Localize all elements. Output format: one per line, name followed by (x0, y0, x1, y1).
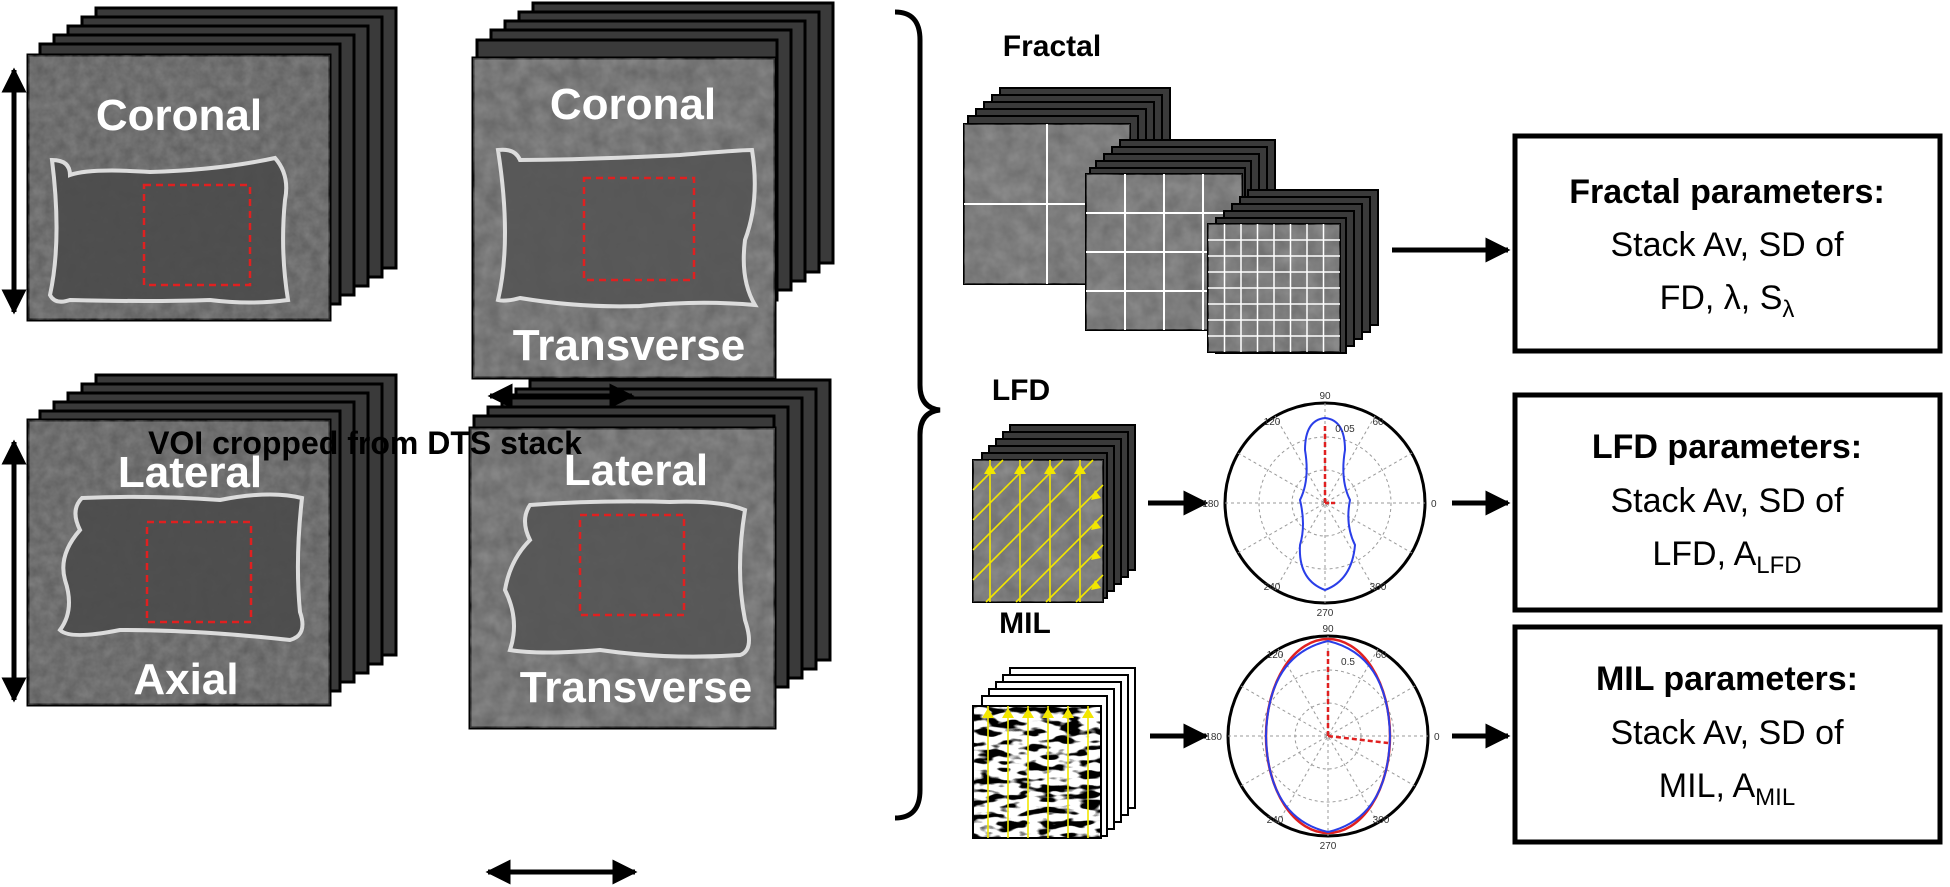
lfd-rose-curve (1298, 416, 1357, 592)
panel-bottom-label: Axial (133, 655, 238, 704)
box-title: MIL parameters: (1596, 660, 1858, 698)
polar-tick-60: 60 (1375, 650, 1387, 661)
vertebra-outline (502, 499, 751, 659)
ct-stack-lateral-axial: Lateral Axial (26, 373, 398, 707)
roi-box (582, 176, 696, 282)
ct-stack-coronal-transverse: Coronal Transverse (471, 1, 835, 380)
box-line2: MIL, AMIL (1659, 767, 1795, 811)
polar-tick-270: 270 (1317, 608, 1334, 619)
box-line2-main: MIL, A (1659, 767, 1756, 805)
panel-bottom-label: Transverse (513, 321, 745, 370)
box-line2-main: LFD, A (1652, 535, 1756, 573)
polar-tick-90: 90 (1319, 391, 1331, 402)
vertebra-outline (47, 155, 291, 305)
box-title: LFD parameters: (1592, 428, 1862, 466)
panel-top-label: Lateral (118, 448, 262, 497)
roi-box (578, 513, 686, 617)
mil-test-lines (987, 706, 1089, 838)
fractal-stack-fine (1207, 189, 1379, 354)
vertebra-outline (495, 147, 759, 309)
polar-tick-240: 240 (1264, 582, 1281, 593)
polar-tick-120: 120 (1264, 417, 1281, 428)
roi-box (142, 183, 252, 287)
polar-tick-120: 120 (1267, 650, 1284, 661)
polar-tick-radius: 0.5 (1341, 657, 1355, 668)
polar-tick-180: 180 (1205, 732, 1222, 743)
box-line1: Stack Av, SD of (1610, 482, 1844, 520)
polar-tick-radius: 0.05 (1335, 424, 1355, 435)
fractal-header: Fractal (1003, 30, 1101, 63)
polar-tick-90: 90 (1322, 624, 1334, 635)
box-line2-sub: λ (1782, 296, 1794, 323)
roi-box (145, 520, 253, 624)
panel-bottom-label: Transverse (520, 663, 752, 712)
lfd-stack (972, 424, 1136, 603)
box-line1: Stack Av, SD of (1610, 226, 1844, 264)
box-line2: LFD, ALFD (1652, 535, 1801, 579)
panel-bottom-label: Axial (126, 314, 231, 363)
polar-tick-240: 240 (1267, 815, 1284, 826)
lfd-polar-plot: 90 270 180 0 120 60 240 300 0.05 (1202, 391, 1437, 619)
polar-tick-300: 300 (1373, 815, 1390, 826)
box-title: Fractal parameters: (1569, 173, 1885, 211)
box-line2-sub: MIL (1755, 784, 1795, 811)
vertebra-outline (57, 492, 305, 643)
polar-tick-0: 0 (1431, 499, 1437, 510)
lfd-header: LFD (992, 374, 1050, 407)
lfd-arrowheads (984, 464, 1101, 590)
mil-polar-plot: 90 270 180 0 120 60 240 300 0.5 (1205, 624, 1440, 852)
polar-tick-270: 270 (1320, 841, 1337, 852)
polar-tick-60: 60 (1372, 417, 1384, 428)
panel-top-label: Lateral (564, 446, 708, 495)
curly-brace-icon (894, 9, 941, 821)
box-line2-sub: LFD (1756, 552, 1801, 579)
panel-top-label: Coronal (550, 80, 716, 129)
box-line2: FD, λ, Sλ (1660, 279, 1795, 323)
lfd-parameters-box: LFD parameters: Stack Av, SD of LFD, ALF… (1512, 392, 1943, 613)
fractal-parameters-box: Fractal parameters: Stack Av, SD of FD, … (1512, 133, 1943, 354)
panel-top-label: Coronal (96, 91, 262, 140)
mil-stack (972, 667, 1136, 839)
lfd-direction-lines (972, 459, 1104, 603)
ct-stack-coronal-axial: Coronal Axial (26, 6, 398, 363)
box-line1: Stack Av, SD of (1610, 714, 1844, 752)
box-line2-main: FD, λ, S (1660, 279, 1783, 317)
polar-tick-300: 300 (1370, 582, 1387, 593)
voi-caption: VOI cropped from DTS stack (148, 425, 582, 461)
mil-rose-curve (1264, 639, 1392, 834)
mil-header: MIL (999, 607, 1051, 640)
polar-tick-180: 180 (1202, 499, 1219, 510)
ct-stack-lateral-transverse: Lateral Transverse (468, 378, 832, 730)
mil-parameters-box: MIL parameters: Stack Av, SD of MIL, AMI… (1512, 624, 1943, 845)
polar-tick-0: 0 (1434, 732, 1440, 743)
